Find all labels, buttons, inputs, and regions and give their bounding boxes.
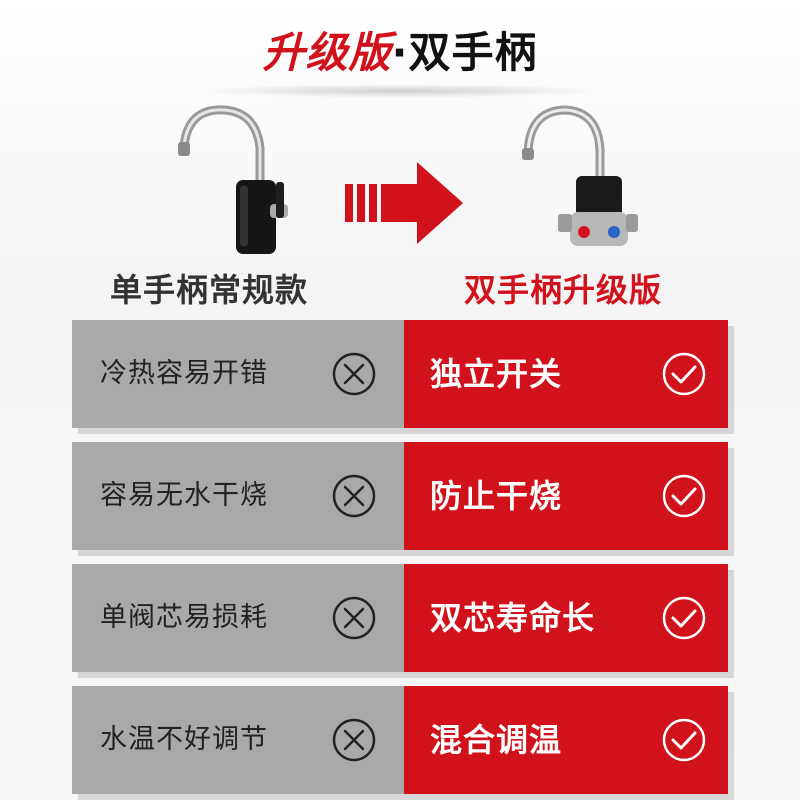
comparison-row: 冷热容易开错 独立开关 xyxy=(72,320,728,428)
single-handle-faucet-image xyxy=(178,105,288,254)
con-panel xyxy=(72,320,404,428)
x-circle-icon xyxy=(332,352,376,396)
comparison-row: 单阀芯易损耗 双芯寿命长 xyxy=(72,564,728,672)
pro-label: 混合调温 xyxy=(430,721,563,759)
con-label: 容易无水干烧 xyxy=(100,480,268,511)
page-title: 升级版·双手柄 xyxy=(0,18,800,88)
title-main: 双手柄 xyxy=(408,28,538,77)
arrow-right-icon xyxy=(345,162,463,244)
con-panel xyxy=(72,442,404,550)
x-circle-icon xyxy=(332,596,376,640)
check-circle-icon xyxy=(662,352,706,396)
con-panel xyxy=(72,564,404,672)
con-label: 冷热容易开错 xyxy=(100,358,268,389)
con-label: 水温不好调节 xyxy=(100,724,268,755)
check-circle-icon xyxy=(662,596,706,640)
dual-handle-faucet-image xyxy=(522,105,638,246)
left-caption: 单手柄常规款 xyxy=(110,271,309,309)
comparison-row: 水温不好调节 混合调温 xyxy=(72,686,728,794)
title-shadow xyxy=(200,84,600,98)
comparison-row: 容易无水干烧 防止干烧 xyxy=(72,442,728,550)
right-caption: 双手柄升级版 xyxy=(464,271,663,309)
check-circle-icon xyxy=(662,474,706,518)
check-circle-icon xyxy=(662,718,706,762)
title-separator: · xyxy=(391,28,409,77)
con-label: 单阀芯易损耗 xyxy=(100,602,268,633)
pro-label: 防止干烧 xyxy=(430,477,563,515)
x-circle-icon xyxy=(332,474,376,518)
title-highlight: 升级版 xyxy=(262,28,392,77)
con-panel xyxy=(72,686,404,794)
pro-label: 双芯寿命长 xyxy=(430,599,596,637)
pro-label: 独立开关 xyxy=(430,355,563,393)
x-circle-icon xyxy=(332,718,376,762)
